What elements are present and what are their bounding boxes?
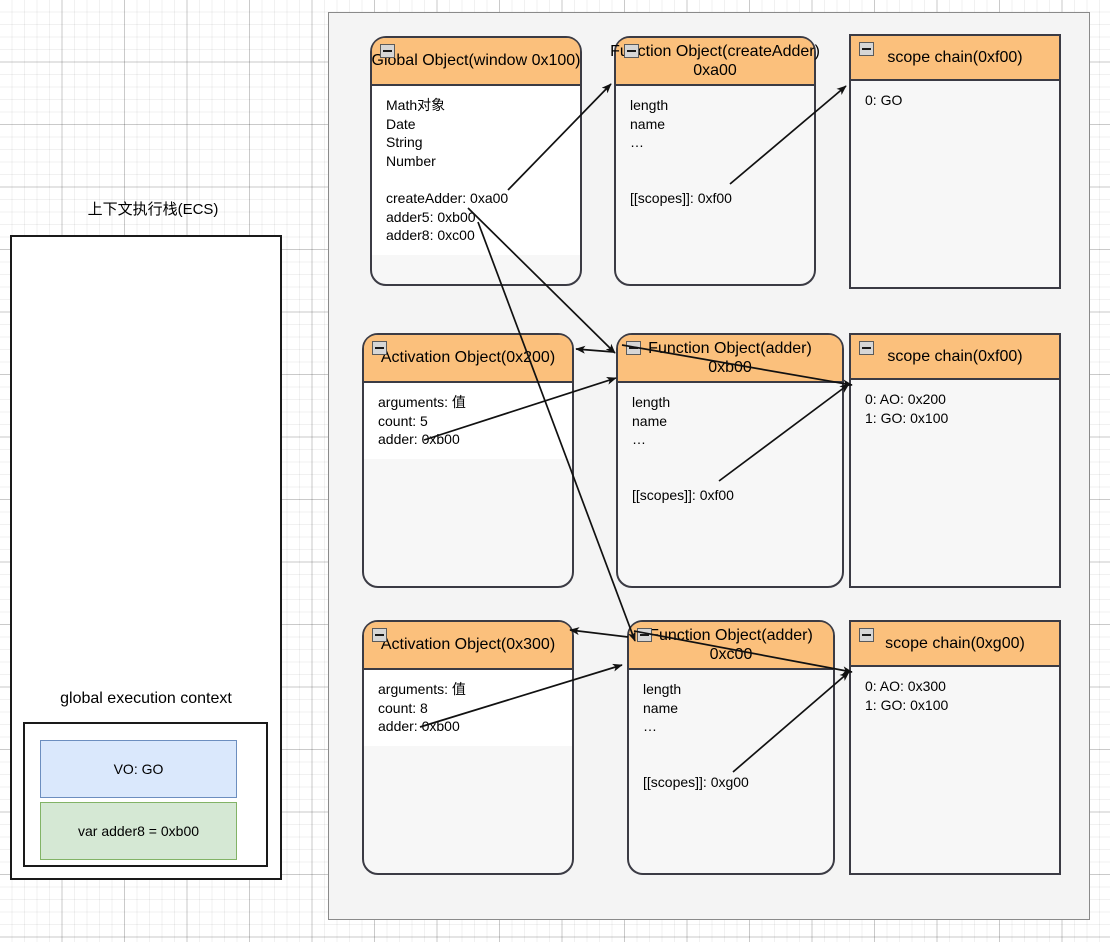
card-body: 0: AO: 0x300 1: GO: 0x100 (865, 678, 949, 713)
collapse-minus-icon[interactable] (859, 341, 874, 355)
collapse-minus-icon[interactable] (626, 341, 641, 355)
card-header: Function Object(adder) 0xb00 (618, 335, 842, 383)
collapse-minus-icon[interactable] (637, 628, 652, 642)
var-adder8-block[interactable]: var adder8 = 0xb00 (40, 802, 237, 860)
card-title: scope chain(0xf00) (887, 347, 1023, 365)
card-header: Function Object(createAdder) 0xa00 (610, 38, 820, 86)
card-function-object-createadder[interactable]: Function Object(createAdder) 0xa00 length… (610, 36, 820, 286)
card-title: Function Object(createAdder) 0xa00 (610, 42, 820, 80)
card-scope-chain-0xf00-top[interactable]: scope chain(0xf00) 0: GO (849, 34, 1061, 289)
card-activation-object-0x200[interactable]: Activation Object(0x200) arguments: 值 co… (362, 333, 574, 588)
card-title-line1: Function Object(adder) (648, 339, 812, 357)
card-global-object[interactable]: Global Object(window 0x100) Math对象 Date … (370, 36, 582, 286)
collapse-minus-icon[interactable] (372, 628, 387, 642)
card-body: 0: GO (865, 92, 903, 108)
collapse-minus-icon[interactable] (859, 628, 874, 642)
card-body: length name … [[scopes]]: 0xf00 (632, 394, 734, 504)
card-header: scope chain(0xg00) (851, 622, 1059, 667)
collapse-minus-icon[interactable] (859, 42, 874, 56)
card-body: length name … [[scopes]]: 0xg00 (643, 681, 749, 791)
card-body: arguments: 值 count: 5 adder: 0xb00 (364, 383, 572, 459)
card-header: Global Object(window 0x100) (371, 38, 581, 86)
card-scope-chain-0xf00-mid[interactable]: scope chain(0xf00) 0: AO: 0x200 1: GO: 0… (849, 333, 1061, 588)
card-title: Function Object(adder) 0xc00 (649, 626, 813, 664)
card-title: scope chain(0xf00) (887, 48, 1023, 66)
card-title-line2: 0xb00 (708, 359, 752, 376)
card-activation-object-0x300[interactable]: Activation Object(0x300) arguments: 值 co… (362, 620, 574, 875)
card-title: Activation Object(0x300) (380, 636, 556, 653)
card-header: Function Object(adder) 0xc00 (629, 622, 833, 670)
card-title: Function Object(adder) 0xb00 (648, 339, 812, 377)
card-body: Math对象 Date String Number createAdder: 0… (372, 86, 580, 255)
collapse-minus-icon[interactable] (624, 44, 639, 58)
card-title: Global Object(window 0x100) (371, 52, 581, 69)
card-function-object-adder-0xb00[interactable]: Function Object(adder) 0xb00 length name … (616, 333, 844, 588)
card-title-line1: Function Object(createAdder) (610, 42, 820, 60)
card-scope-chain-0xg00[interactable]: scope chain(0xg00) 0: AO: 0x300 1: GO: 0… (849, 620, 1061, 875)
card-title-line1: Function Object(adder) (649, 626, 813, 644)
card-function-object-adder-0xc00[interactable]: Function Object(adder) 0xc00 length name … (627, 620, 835, 875)
card-header: Activation Object(0x200) (364, 335, 572, 383)
card-title-line2: 0xc00 (709, 646, 753, 663)
collapse-minus-icon[interactable] (380, 44, 395, 58)
vo-go-block[interactable]: VO: GO (40, 740, 237, 798)
card-header: Activation Object(0x300) (364, 622, 572, 670)
global-execution-context-label: global execution context (60, 690, 232, 707)
collapse-minus-icon[interactable] (372, 341, 387, 355)
card-body: 0: AO: 0x200 1: GO: 0x100 (865, 391, 949, 426)
ecs-title: 上下文执行栈(ECS) (87, 201, 219, 218)
card-title: scope chain(0xg00) (885, 634, 1025, 652)
card-header: scope chain(0xf00) (851, 36, 1059, 81)
card-body: length name … [[scopes]]: 0xf00 (630, 97, 732, 207)
card-header: scope chain(0xf00) (851, 335, 1059, 380)
card-body: arguments: 值 count: 8 adder: 0xb00 (364, 670, 572, 746)
card-title-line2: 0xa00 (693, 62, 737, 79)
card-title: Activation Object(0x200) (380, 349, 556, 366)
